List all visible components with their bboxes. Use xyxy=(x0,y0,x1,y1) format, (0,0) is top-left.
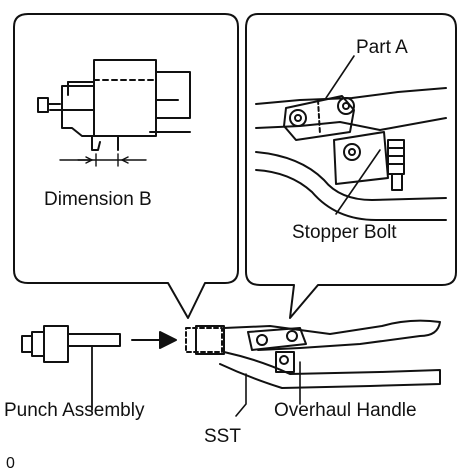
linkage-detail-drawing xyxy=(255,55,447,221)
overhaul-handle-drawing xyxy=(185,319,441,417)
punch-assembly-drawing xyxy=(21,325,121,411)
overhaul-handle-label: Overhaul Handle xyxy=(274,400,417,421)
dimension-b-label: Dimension B xyxy=(44,189,152,210)
right-arrow-icon xyxy=(131,331,177,349)
stopper-bolt-label: Stopper Bolt xyxy=(292,222,397,243)
punch-detail-drawing xyxy=(37,59,191,167)
sst-label: SST xyxy=(204,426,241,447)
part-a-label: Part A xyxy=(356,37,408,58)
right-callout-bubble xyxy=(245,13,457,319)
left-callout-bubble xyxy=(13,13,239,319)
figure-code-label: 0 xyxy=(6,455,15,472)
punch-assembly-label: Punch Assembly xyxy=(4,400,145,421)
